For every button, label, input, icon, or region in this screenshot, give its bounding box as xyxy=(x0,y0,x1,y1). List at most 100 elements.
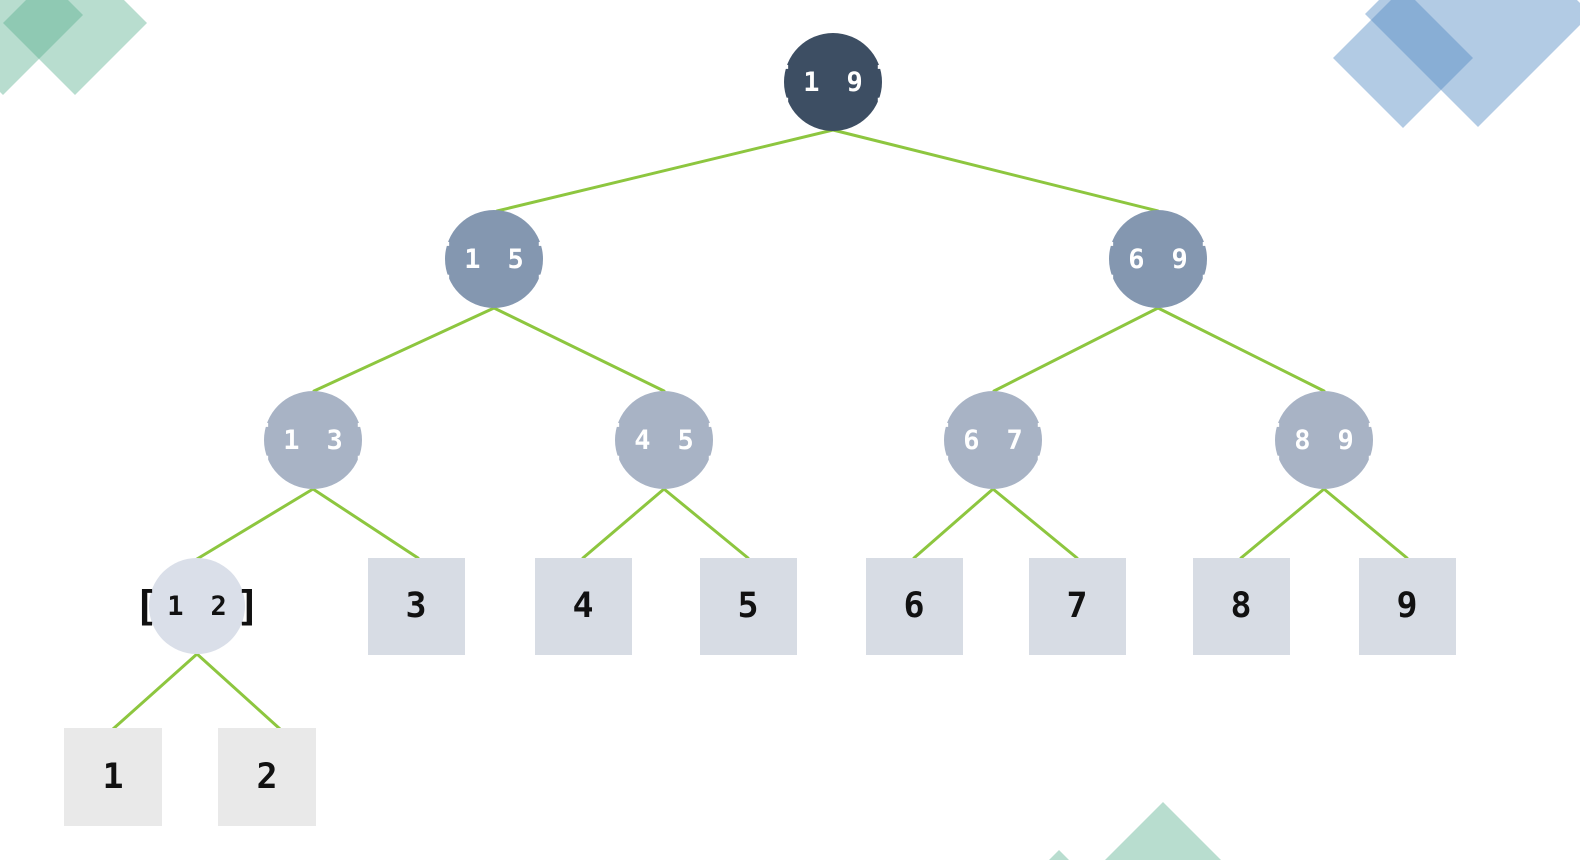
left-bracket-glyph: [ xyxy=(600,415,626,464)
tree-edge xyxy=(195,652,282,731)
right-bracket-glyph: ] xyxy=(235,581,261,630)
tree-edge xyxy=(662,487,750,560)
interval-start: 1 xyxy=(464,243,481,275)
leaf-4: 4 xyxy=(534,557,632,655)
tree-edge xyxy=(311,487,420,560)
leaf-value: 3 xyxy=(405,585,427,626)
tree-edge xyxy=(831,128,1160,213)
leaf-9: 9 xyxy=(1358,557,1456,655)
tree-edge xyxy=(495,128,835,213)
right-bracket-glyph: ] xyxy=(1196,234,1222,283)
left-bracket-glyph: [ xyxy=(133,581,159,630)
leaf-1: 1 xyxy=(64,728,162,826)
leaf-5: 5 xyxy=(699,557,797,655)
right-bracket-glyph: ] xyxy=(1362,415,1388,464)
leaf-2: 2 xyxy=(218,728,316,826)
interval-end: 5 xyxy=(677,424,694,456)
leaf-value: 9 xyxy=(1396,585,1418,626)
interval-start: 4 xyxy=(634,424,651,456)
interval-start: 6 xyxy=(963,424,980,456)
interval-start: 1 xyxy=(803,66,820,98)
interval-start: 1 xyxy=(283,424,300,456)
leaf-3: 3 xyxy=(367,557,465,655)
tree-edge xyxy=(912,487,995,560)
interval-start: 8 xyxy=(1294,424,1311,456)
tree-edge xyxy=(1322,487,1409,560)
tree-edge xyxy=(492,306,666,393)
right-bracket-glyph: ] xyxy=(871,57,897,106)
interval-start: 1 xyxy=(167,590,184,622)
left-bracket-glyph: [ xyxy=(430,234,456,283)
leaf-value: 1 xyxy=(102,756,124,797)
leaf-value: 2 xyxy=(256,756,278,797)
left-bracket-glyph: [ xyxy=(249,415,275,464)
interval-end: 5 xyxy=(507,243,524,275)
tree-edge xyxy=(1239,487,1326,560)
tree-edge xyxy=(581,487,666,560)
tree-edges xyxy=(111,128,1409,731)
left-bracket-glyph: [ xyxy=(1094,234,1120,283)
interval-end: 3 xyxy=(326,424,343,456)
tree-edge xyxy=(992,306,1160,393)
left-bracket-glyph: [ xyxy=(1260,415,1286,464)
left-bracket-glyph: [ xyxy=(769,57,795,106)
right-bracket-glyph: ] xyxy=(702,415,728,464)
interval-end: 9 xyxy=(846,66,863,98)
leaf-6: 6 xyxy=(865,557,963,655)
tree-edge xyxy=(111,652,199,731)
interval-end: 9 xyxy=(1337,424,1354,456)
leaf-value: 6 xyxy=(903,585,925,626)
tree-edge xyxy=(991,487,1079,560)
tree-edge xyxy=(312,306,496,393)
top-left-diamond-large-decoration xyxy=(3,0,147,95)
right-bracket-glyph: ] xyxy=(1031,415,1057,464)
top-left-diamond-side-decoration xyxy=(0,0,83,95)
top-right-diamond-small-decoration xyxy=(1333,0,1473,128)
bottom-diamond-small-decoration xyxy=(1049,850,1069,860)
interval-start: 6 xyxy=(1128,243,1145,275)
leaf-8: 8 xyxy=(1192,557,1290,655)
leaf-value: 8 xyxy=(1230,585,1252,626)
top-right-diamond-large-decoration xyxy=(1365,0,1580,127)
leaf-value: 5 xyxy=(737,585,759,626)
interval-end: 9 xyxy=(1171,243,1188,275)
tree-edge xyxy=(1156,306,1326,393)
left-bracket-glyph: [ xyxy=(929,415,955,464)
tree-edge xyxy=(195,487,315,561)
interval-end: 2 xyxy=(210,590,227,622)
leaf-value: 4 xyxy=(572,585,594,626)
right-bracket-glyph: ] xyxy=(532,234,558,283)
right-bracket-glyph: ] xyxy=(351,415,377,464)
leaf-7: 7 xyxy=(1028,557,1126,655)
bottom-diamond-large-decoration xyxy=(1105,802,1221,860)
leaf-value: 7 xyxy=(1066,585,1088,626)
interval-end: 7 xyxy=(1006,424,1023,456)
